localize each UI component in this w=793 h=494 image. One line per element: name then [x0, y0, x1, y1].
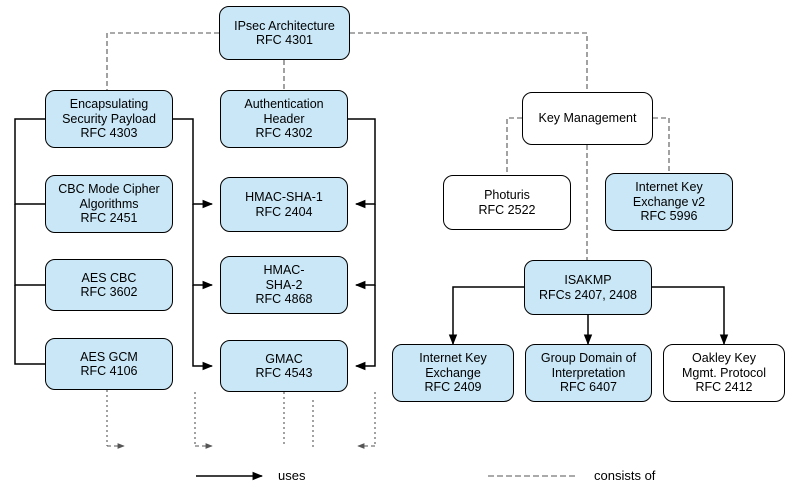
node-internet-key-exchange-line-1: Exchange — [425, 365, 481, 380]
node-cbc-mode-cipher-line-2: RFC 2451 — [80, 211, 138, 226]
node-hmac-sha-1-line-0: HMAC-SHA-1 — [245, 190, 323, 204]
node-oakley-key-mgmt-line-0: Oakley Key — [692, 351, 756, 366]
node-oakley-key-mgmt-line-1: Mgmt. Protocol — [681, 365, 767, 380]
node-hmac-sha-2-line-2: RFC 4868 — [255, 292, 313, 307]
edge-isakmp-to-ike — [448, 286, 524, 346]
node-hmac-sha-1-line-1: RFC 2404 — [255, 204, 313, 219]
node-group-domain-of-interpretation-line-1: Interpretation — [551, 365, 626, 380]
legend-uses-label: uses — [278, 468, 306, 483]
node-gmac-line-0: GMAC — [265, 351, 303, 366]
consists-of-open-edges — [106, 390, 314, 450]
node-group-domain-of-interpretation-line-0: Group Domain of — [540, 351, 637, 366]
node-authentication-header-line-0: Authentication — [244, 97, 324, 112]
node-ipsec-architecture-line-0: IPsec Architecture — [234, 18, 335, 33]
edge-esp-to-hmacsha2 — [192, 204, 214, 290]
node-ipsec-architecture-line-1: RFC 4301 — [256, 33, 313, 47]
edge-ipsec-to-keymgmt — [350, 32, 588, 92]
node-cbc-mode-cipher-line-1: Algorithms — [79, 196, 139, 211]
edge-esp-to-hmacsha1 — [173, 118, 214, 209]
node-aes-gcm-line-1: RFC 4106 — [80, 364, 138, 378]
node-esp-line-2: RFC 4303 — [80, 126, 138, 141]
node-group-domain-of-interpretation-line-2: RFC 6407 — [560, 380, 617, 395]
node-photuris-line-1: RFC 2522 — [478, 202, 536, 217]
node-internet-key-exchange-line-0: Internet Key — [419, 351, 487, 366]
node-aes-cbc-line-0: AES CBC — [81, 270, 137, 285]
node-oakley-key-mgmt-line-2: RFC 2412 — [695, 380, 753, 395]
node-internet-key-exchange-v2-line-1: Exchange v2 — [632, 194, 706, 209]
edge-isakmp-to-oakley — [652, 286, 729, 346]
node-key-management-line-0: Key Management — [538, 111, 637, 126]
edge-esp-to-gmac — [192, 285, 214, 371]
edge-keymgmt-to-ikev2 — [653, 117, 670, 173]
consists-of-edges — [106, 32, 670, 260]
node-esp-line-1: Security Payload — [62, 111, 156, 126]
edge-ah-to-gmac — [354, 285, 376, 371]
node-internet-key-exchange-v2-line-2: RFC 5996 — [640, 209, 698, 224]
node-internet-key-exchange-line-2: RFC 2409 — [424, 380, 482, 395]
edge-ipsec-to-esp — [106, 32, 219, 90]
node-aes-cbc-line-1: RFC 3602 — [80, 285, 138, 299]
node-key-management[interactable]: Key Management — [522, 92, 653, 145]
node-isakmp-line-1: RFCs 2407, 2408 — [539, 287, 637, 302]
node-internet-key-exchange-v2-line-0: Internet Key — [635, 180, 703, 195]
node-esp-line-0: Encapsulating — [69, 97, 149, 112]
node-cbc-mode-cipher-line-0: CBC Mode Cipher — [58, 182, 160, 197]
node-isakmp-line-0: ISAKMP — [564, 273, 612, 287]
node-aes-gcm-line-0: AES GCM — [80, 349, 138, 364]
legend-consists-of-label: consists of — [594, 468, 656, 483]
node-authentication-header-line-2: RFC 4302 — [255, 126, 313, 141]
node-photuris-line-0: Photuris — [484, 188, 530, 202]
edge-keymgmt-to-photuris — [506, 117, 522, 175]
consists-of-open-edges-2 — [194, 392, 376, 446]
node-authentication-header-line-1: Header — [263, 111, 305, 126]
uses-edges — [14, 118, 729, 371]
edge-ah-to-hmacsha1 — [348, 118, 376, 209]
edge-ah-to-hmacsha2 — [354, 204, 376, 290]
node-hmac-sha-2-line-1: SHA-2 — [265, 277, 303, 292]
node-hmac-sha-2-line-0: HMAC- — [263, 263, 305, 278]
node-gmac-line-1: RFC 4543 — [255, 366, 313, 380]
